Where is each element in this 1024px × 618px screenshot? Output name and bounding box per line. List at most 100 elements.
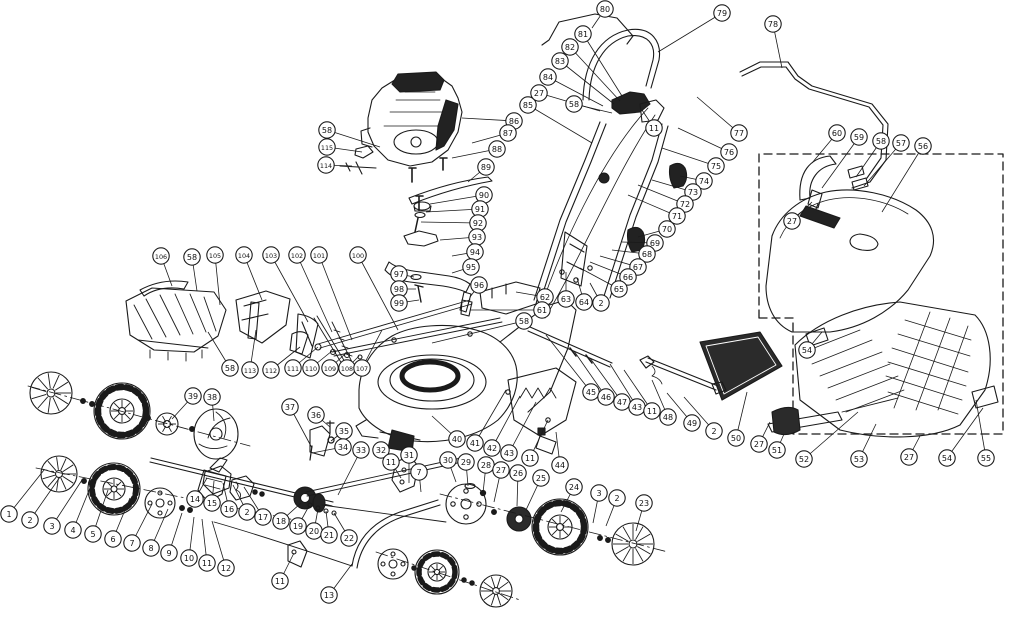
leader-line-83 bbox=[559, 60, 615, 105]
callout-number: 23 bbox=[639, 499, 649, 508]
leader-line-101 bbox=[318, 254, 353, 341]
callout-balloon-56: 56 bbox=[914, 137, 932, 155]
callout-balloon-84: 84 bbox=[539, 68, 557, 86]
callout-balloon-9: 9 bbox=[160, 544, 178, 562]
callout-balloon-46: 46 bbox=[597, 388, 615, 406]
callout-number: 22 bbox=[344, 534, 354, 543]
callout-balloon-74: 74 bbox=[695, 172, 713, 190]
callout-number: 39 bbox=[188, 392, 198, 401]
callout-balloon-5: 5 bbox=[84, 525, 102, 543]
engine-drawing bbox=[339, 71, 463, 211]
grass-bag-box-drawing bbox=[758, 153, 1004, 438]
callout-balloon-43: 43 bbox=[500, 444, 518, 462]
leader-line-71 bbox=[627, 194, 678, 217]
callout-number: 78 bbox=[768, 20, 778, 29]
callout-balloon-52: 52 bbox=[795, 450, 813, 468]
callout-number: 9 bbox=[166, 549, 171, 558]
callout-balloon-101: 101 bbox=[310, 246, 328, 264]
callout-number: 66 bbox=[623, 273, 633, 282]
callout-number: 27 bbox=[754, 440, 764, 449]
callout-balloon-27: 27 bbox=[530, 84, 548, 102]
callout-balloon-63: 63 bbox=[557, 290, 575, 308]
callout-balloon-2: 2 bbox=[608, 489, 626, 507]
callout-balloon-45: 45 bbox=[582, 383, 600, 401]
callout-balloon-47: 47 bbox=[613, 393, 631, 411]
callout-number: 64 bbox=[579, 298, 589, 307]
callout-number: 7 bbox=[416, 468, 421, 477]
leader-line-79 bbox=[657, 12, 723, 53]
callout-balloon-1: 1 bbox=[0, 505, 18, 523]
wheel-spokes bbox=[31, 373, 71, 413]
leader-line-58 bbox=[326, 129, 381, 148]
wheel-spokes bbox=[158, 415, 176, 433]
callout-balloon-102: 102 bbox=[288, 246, 306, 264]
callout-number: 98 bbox=[394, 285, 404, 294]
callout-balloon-68: 68 bbox=[638, 245, 656, 263]
callout-balloon-7: 7 bbox=[410, 463, 428, 481]
callout-balloon-104: 104 bbox=[235, 246, 253, 264]
callout-number: 88 bbox=[492, 145, 502, 154]
callout-balloon-49: 49 bbox=[683, 414, 701, 432]
callout-balloon-73: 73 bbox=[684, 183, 702, 201]
callout-number: 11 bbox=[647, 407, 657, 416]
right-center-wheel-drawing bbox=[445, 483, 655, 566]
callout-number: 114 bbox=[320, 162, 332, 170]
callout-balloon-2: 2 bbox=[238, 503, 256, 521]
blade-parts-drawing bbox=[384, 176, 493, 313]
callout-balloon-89: 89 bbox=[477, 158, 495, 176]
callout-balloon-3: 3 bbox=[43, 517, 61, 535]
leader-line-41 bbox=[474, 389, 507, 444]
callout-number: 14 bbox=[190, 495, 200, 504]
callout-balloon-10: 10 bbox=[180, 549, 198, 567]
callout-number: 40 bbox=[452, 435, 462, 444]
callout-number: 84 bbox=[543, 73, 553, 82]
callout-balloon-7: 7 bbox=[123, 534, 141, 552]
callout-number: 1 bbox=[6, 510, 11, 519]
callout-balloon-35: 35 bbox=[335, 422, 353, 440]
callout-number: 38 bbox=[207, 393, 217, 402]
callout-number: 11 bbox=[649, 124, 659, 133]
callout-balloon-43: 43 bbox=[628, 398, 646, 416]
leader-line-45 bbox=[545, 334, 592, 393]
callout-number: 106 bbox=[155, 253, 167, 261]
callout-number: 68 bbox=[642, 250, 652, 259]
leader-line-46 bbox=[573, 350, 607, 398]
callout-number: 48 bbox=[663, 413, 673, 422]
callout-number: 49 bbox=[687, 419, 697, 428]
callout-number: 107 bbox=[356, 365, 368, 373]
callout-balloon-79: 79 bbox=[713, 4, 731, 22]
callout-number: 58 bbox=[225, 364, 235, 373]
callout-number: 58 bbox=[569, 100, 579, 109]
callout-balloon-58: 58 bbox=[221, 359, 239, 377]
callout-number: 81 bbox=[578, 30, 588, 39]
callout-number: 77 bbox=[734, 129, 744, 138]
callout-balloon-58: 58 bbox=[318, 121, 336, 139]
callout-number: 83 bbox=[555, 57, 565, 66]
callout-number: 57 bbox=[896, 139, 906, 148]
callout-balloon-19: 19 bbox=[289, 517, 307, 535]
callout-number: 45 bbox=[586, 388, 596, 397]
callout-number: 2 bbox=[598, 299, 603, 308]
callout-balloon-103: 103 bbox=[262, 246, 280, 264]
callout-number: 24 bbox=[569, 483, 579, 492]
callout-number: 21 bbox=[324, 531, 334, 540]
callout-balloon-58: 58 bbox=[565, 95, 583, 113]
callout-number: 34 bbox=[338, 443, 348, 452]
callout-number: 79 bbox=[717, 9, 727, 18]
callout-number: 42 bbox=[487, 444, 497, 453]
callout-number: 27 bbox=[534, 89, 544, 98]
callout-number: 96 bbox=[474, 281, 484, 290]
callout-number: 32 bbox=[376, 446, 386, 455]
callout-balloon-23: 23 bbox=[635, 494, 653, 512]
callout-number: 75 bbox=[711, 162, 721, 171]
wheel-spokes bbox=[429, 564, 445, 580]
wheel-spokes bbox=[481, 576, 511, 606]
callout-balloon-76: 76 bbox=[720, 143, 738, 161]
callout-balloon-72: 72 bbox=[676, 195, 694, 213]
leader-line-52 bbox=[803, 411, 859, 460]
callout-balloon-115: 115 bbox=[318, 138, 336, 156]
callout-number: 41 bbox=[470, 439, 480, 448]
leader-line-54 bbox=[946, 407, 984, 459]
wheel-spokes bbox=[104, 479, 124, 499]
callout-balloon-40: 40 bbox=[448, 430, 466, 448]
